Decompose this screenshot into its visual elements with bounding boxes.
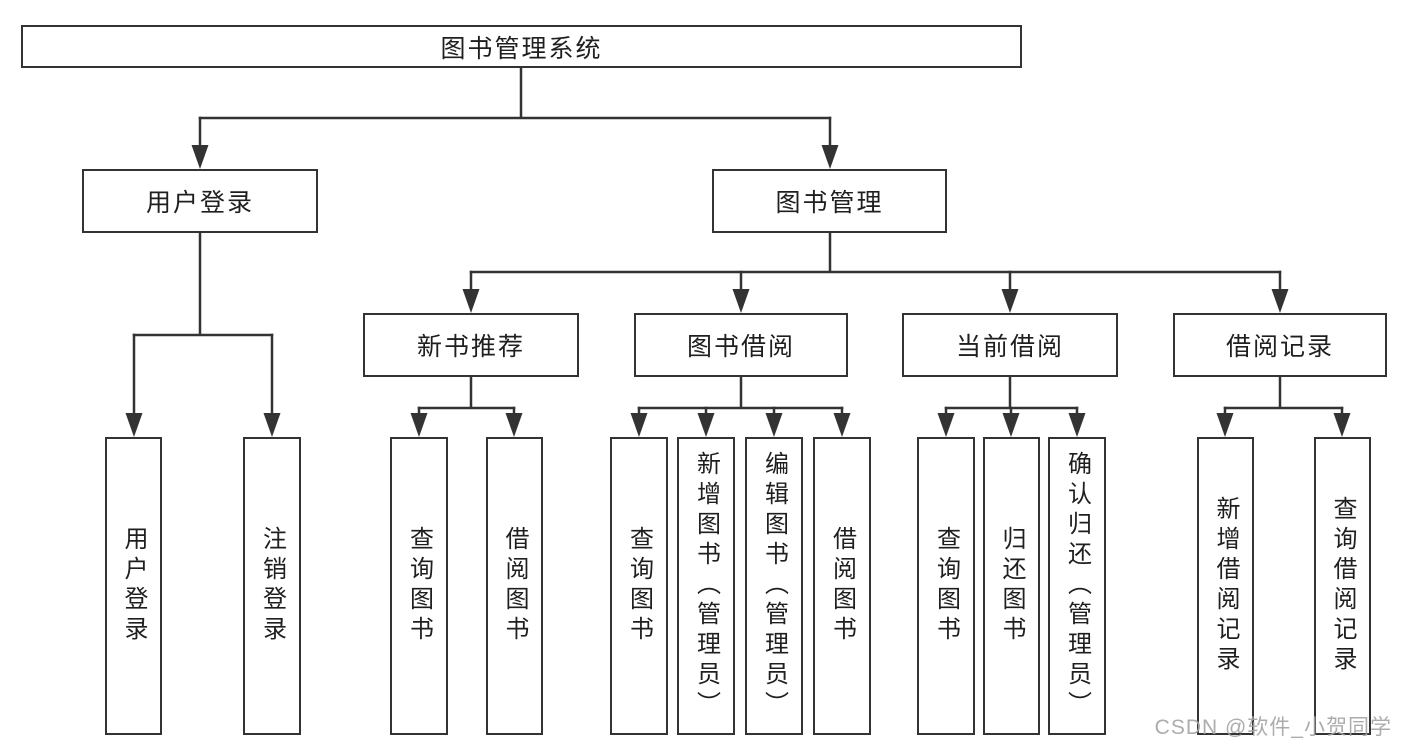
node-label: 查询图书 (625, 526, 653, 646)
node-logout-login: 注销登录 (243, 437, 301, 735)
node-query-books-recommend: 查询图书 (390, 437, 448, 735)
node-label: 新增图书（管理员） (692, 451, 720, 721)
node-label: 图书管理系统 (440, 34, 603, 63)
node-confirm-return-admin: 确认归还（管理员） (1048, 437, 1106, 735)
node-add-borrow-record: 新增借阅记录 (1197, 437, 1254, 735)
node-label: 图书借阅 (686, 333, 795, 361)
node-label: 借阅图书 (501, 526, 528, 646)
node-label: 借阅图书 (828, 526, 856, 646)
node-borrow-books-recommend: 借阅图书 (486, 437, 543, 735)
node-book-management: 图书管理 (712, 169, 947, 233)
node-label: 图书管理 (775, 189, 884, 217)
node-user-login-leaf: 用户登录 (105, 437, 162, 735)
node-query-books-current: 查询图书 (917, 437, 975, 735)
node-edit-books-admin: 编辑图书（管理员） (745, 437, 803, 735)
node-label: 查询图书 (932, 526, 960, 646)
node-library-management-system: 图书管理系统 (21, 25, 1022, 68)
node-label: 注销登录 (258, 526, 286, 646)
node-label: 归还图书 (998, 526, 1025, 646)
node-book-borrowing: 图书借阅 (634, 313, 848, 377)
node-borrow-books-borrowing: 借阅图书 (813, 437, 871, 735)
node-current-borrowing: 当前借阅 (902, 313, 1118, 377)
node-user-login: 用户登录 (82, 169, 318, 233)
node-label: 借阅记录 (1225, 333, 1334, 361)
node-label: 确认归还（管理员） (1063, 451, 1091, 721)
node-query-borrow-record: 查询借阅记录 (1314, 437, 1371, 735)
node-label: 查询借阅记录 (1329, 496, 1356, 676)
node-add-books-admin: 新增图书（管理员） (677, 437, 735, 735)
node-label: 新增借阅记录 (1212, 496, 1239, 676)
node-return-books: 归还图书 (983, 437, 1040, 735)
node-new-book-recommend: 新书推荐 (363, 313, 579, 377)
node-query-books-borrowing: 查询图书 (610, 437, 668, 735)
node-label: 新书推荐 (416, 333, 525, 361)
node-label: 当前借阅 (955, 333, 1064, 361)
node-label: 查询图书 (405, 526, 433, 646)
csdn-watermark: CSDN @软件_小贺同学 (1154, 716, 1392, 739)
node-label: 用户登录 (145, 189, 254, 217)
node-label: 用户登录 (120, 526, 147, 646)
node-borrowing-records: 借阅记录 (1173, 313, 1387, 377)
node-label: 编辑图书（管理员） (760, 451, 788, 721)
